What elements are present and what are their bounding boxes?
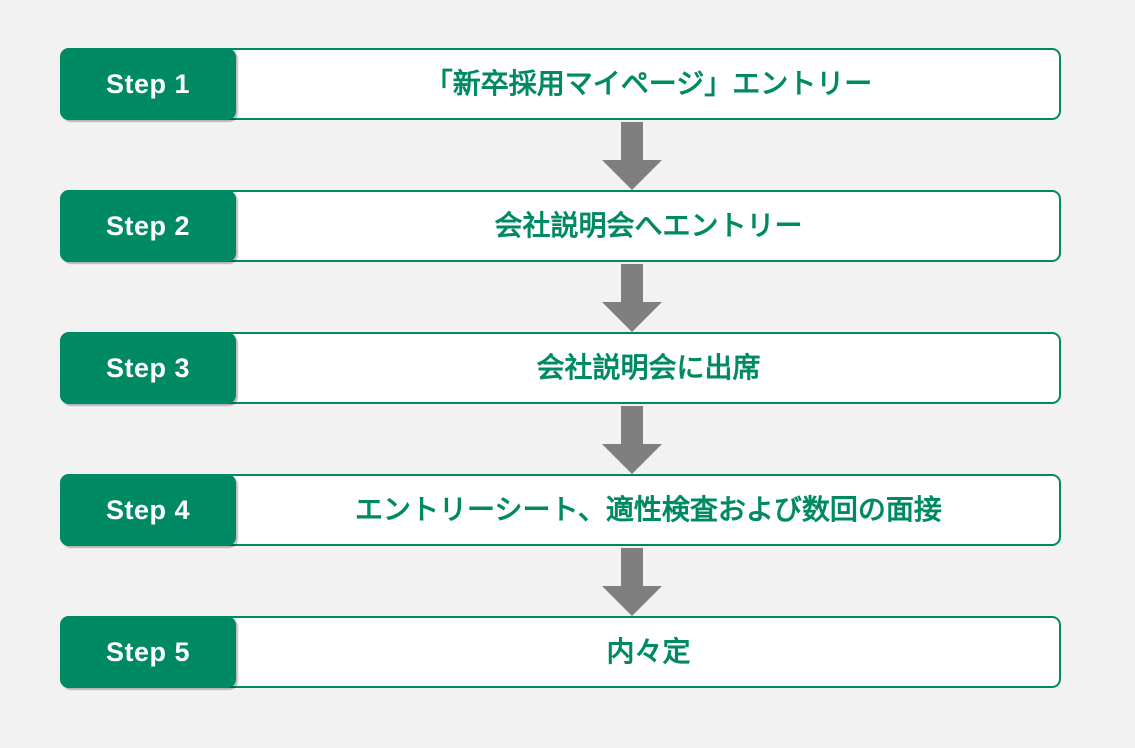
step-5: Step 5 内々定 bbox=[60, 616, 1061, 688]
step-2-title: 会社説明会へエントリー bbox=[494, 209, 803, 242]
step-3-label: Step 3 bbox=[105, 353, 191, 383]
step-5-tab bbox=[60, 616, 236, 688]
down-arrow-icon bbox=[602, 548, 662, 616]
step-4: Step 4 エントリーシート、適性検査および数回の面接 bbox=[60, 474, 1061, 546]
step-3-tab bbox=[60, 332, 236, 404]
step-3-title: 会社説明会に出席 bbox=[536, 351, 761, 384]
step-1: Step 1 「新卒採用マイページ」エントリー bbox=[60, 48, 1061, 120]
step-4-title: エントリーシート、適性検査および数回の面接 bbox=[355, 493, 942, 526]
step-5-label: Step 5 bbox=[105, 637, 191, 667]
step-5-title: 内々定 bbox=[606, 635, 691, 668]
step-3: Step 3 会社説明会に出席 bbox=[60, 332, 1061, 404]
step-1-label: Step 1 bbox=[105, 69, 191, 99]
step-4-label: Step 4 bbox=[105, 495, 191, 525]
step-1-tab bbox=[60, 48, 236, 120]
step-2: Step 2 会社説明会へエントリー bbox=[60, 190, 1061, 262]
step-2-label: Step 2 bbox=[105, 211, 191, 241]
down-arrow-icon bbox=[602, 122, 662, 190]
step-4-tab bbox=[60, 474, 236, 546]
step-1-title: 「新卒採用マイページ」エントリー bbox=[424, 67, 873, 100]
down-arrow-icon bbox=[602, 264, 662, 332]
step-2-tab bbox=[60, 190, 236, 262]
down-arrow-icon bbox=[602, 406, 662, 474]
